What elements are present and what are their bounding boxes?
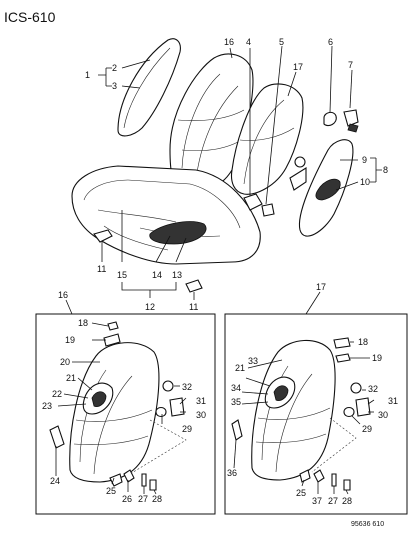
callout-5: 5 (279, 37, 284, 47)
diagram-code: ICS-610 (4, 9, 56, 25)
right-callout-25: 25 (296, 488, 306, 498)
callout-9: 9 (362, 155, 367, 165)
clip-part-11-right (185, 279, 203, 293)
callout-10: 10 (360, 177, 370, 187)
right-callout-33: 33 (248, 356, 258, 366)
right-callout-36: 36 (227, 468, 237, 478)
right-callout-29: 29 (362, 424, 372, 434)
inset-box-right (224, 313, 408, 515)
callout-15: 15 (117, 270, 127, 280)
left-callout-19: 19 (65, 335, 75, 345)
callout-1: 1 (85, 70, 90, 80)
right-callout-30: 30 (378, 410, 388, 420)
part-6-grommet (323, 111, 337, 127)
right-callout-19: 19 (372, 353, 382, 363)
seat-back-right (230, 83, 304, 195)
callout-7: 7 (348, 60, 353, 70)
right-callout-31: 31 (388, 396, 398, 406)
inset-left-seatback (69, 321, 187, 483)
callout-4: 4 (246, 37, 251, 47)
left-callout-24: 24 (50, 476, 60, 486)
callout-11-left: 11 (97, 264, 106, 274)
left-callout-30: 30 (196, 410, 206, 420)
callout-11-right: 11 (189, 302, 198, 312)
callout-16-inset: 16 (58, 290, 68, 300)
callout-8: 8 (383, 165, 388, 175)
right-callout-18: 18 (358, 337, 368, 347)
left-callout-27: 27 (138, 494, 148, 504)
left-callout-22: 22 (52, 389, 62, 399)
callout-2: 2 (112, 63, 117, 73)
part-4-buckle (243, 193, 263, 211)
right-callout-34: 34 (231, 383, 241, 393)
side-bolster-right (298, 139, 354, 237)
callout-14: 14 (152, 270, 162, 280)
callout-3: 3 (112, 81, 117, 91)
inset-box-left (35, 313, 216, 515)
right-callout-37: 37 (312, 496, 322, 506)
part-5-anchor (261, 156, 307, 217)
inset-left-leaders (55, 322, 187, 495)
callout-17-top: 17 (293, 62, 303, 72)
part-7-clip (343, 109, 359, 133)
footer-code: 95636 610 (351, 521, 384, 528)
left-callout-29: 29 (182, 424, 192, 434)
left-callout-25: 25 (106, 486, 116, 496)
callout-16-top: 16 (224, 37, 234, 47)
right-callout-21: 21 (235, 363, 245, 373)
callout-12: 12 (145, 302, 155, 312)
left-callout-28: 28 (152, 494, 162, 504)
inset-right-leaders (233, 341, 375, 495)
side-bolster-cover (117, 38, 181, 137)
callout-13: 13 (172, 270, 182, 280)
top-leader-lines (98, 45, 382, 300)
left-callout-32: 32 (182, 382, 192, 392)
left-callout-31: 31 (196, 396, 206, 406)
left-callout-26: 26 (122, 494, 132, 504)
left-callout-21: 21 (66, 373, 76, 383)
right-callout-35: 35 (231, 397, 241, 407)
left-callout-18: 18 (78, 318, 88, 328)
left-callout-23: 23 (42, 401, 52, 411)
left-callout-20: 20 (60, 357, 70, 367)
inset-right-small-parts (231, 382, 371, 491)
clip-part-11-left (93, 229, 113, 243)
right-callout-32: 32 (368, 384, 378, 394)
inset-right-seatback (251, 337, 357, 481)
callout-17-inset: 17 (316, 282, 326, 292)
callout-6: 6 (328, 37, 333, 47)
right-callout-28: 28 (342, 496, 352, 506)
inset-left-small-parts (49, 380, 185, 491)
right-callout-27: 27 (328, 496, 338, 506)
